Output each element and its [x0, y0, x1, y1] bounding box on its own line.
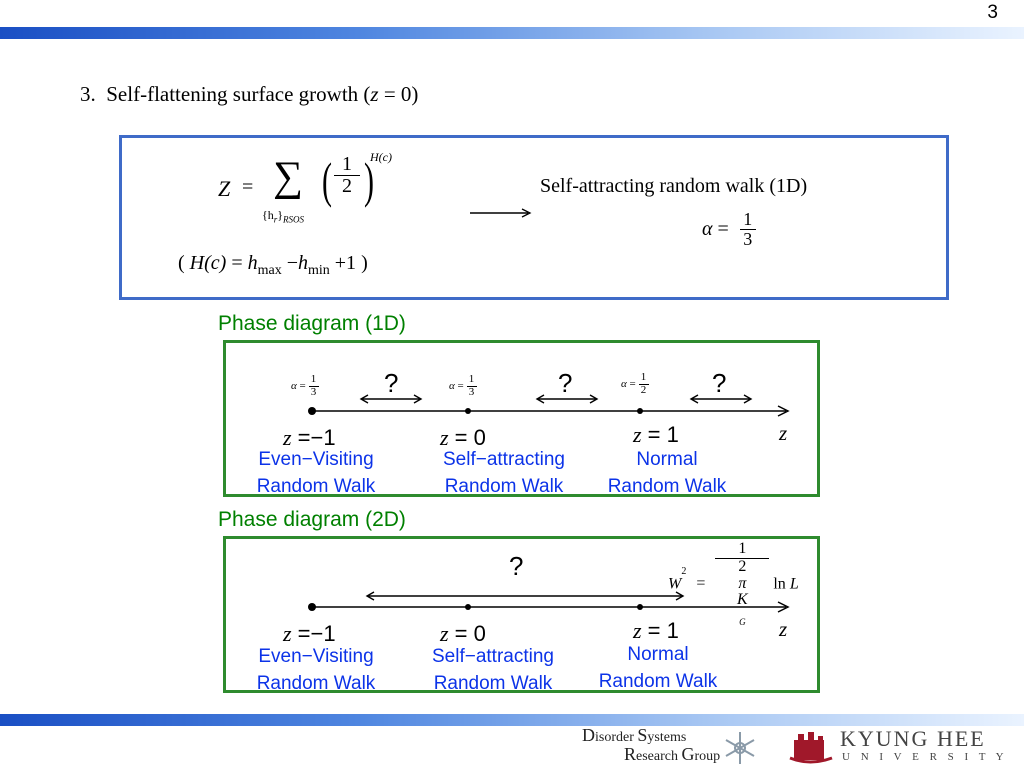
phase-2d-axis — [308, 591, 790, 613]
z-minus-one-1d: z =−1 — [283, 425, 336, 450]
unknown-mark-1: ? — [384, 368, 399, 398]
snowflake-icon — [725, 732, 755, 764]
slide-title: 3. Self-flattening surface growth (z = 0… — [80, 82, 418, 107]
unknown-mark-2d: ? — [509, 551, 524, 581]
title-rest: = 0) — [378, 82, 419, 106]
right-paren: ) — [364, 152, 374, 208]
axis-z-label-2d: z — [779, 617, 788, 641]
phase-1d-axis — [308, 394, 790, 417]
header-bar — [0, 27, 1024, 39]
unknown-mark-3: ? — [712, 368, 727, 398]
z-minus-one-2d: z =−1 — [283, 621, 336, 646]
implies-arrow — [470, 208, 532, 218]
kyung-hee-name: KYUNG HEE — [840, 726, 986, 751]
z-one-1d: z = 1 — [633, 422, 679, 447]
phase-diagram-1d-box — [223, 340, 820, 497]
page-number: 3 — [987, 2, 998, 23]
z-zero-1d: z = 0 — [440, 425, 486, 450]
phase-diagram-2d-box — [223, 536, 820, 693]
result-label: Self-attracting random walk (1D) — [540, 175, 808, 197]
axis-z-label-1d: z — [779, 421, 788, 445]
phase-diagram-1d-title: Phase diagram (1D) — [218, 312, 406, 335]
university-text: U N I V E R S I T Y — [842, 751, 1008, 763]
z-zero-2d: z = 0 — [440, 621, 486, 646]
title-number: 3. — [80, 82, 96, 106]
z-symbol: Z — [218, 176, 231, 201]
dsrg-logo: Disorder Systems Research Group — [582, 725, 721, 764]
sum-symbol: ∑ — [273, 154, 303, 200]
z-one-2d: z = 1 — [633, 618, 679, 643]
exponent-hc: H(c) — [370, 150, 392, 164]
height-definition: ( H(c) = hmax −hmin +1 ) — [178, 252, 368, 278]
equals-sign: = — [242, 176, 254, 198]
unknown-mark-2: ? — [558, 368, 573, 398]
title-variable: z — [370, 82, 379, 106]
partition-function-box — [119, 135, 949, 300]
kyung-hee-emblem-icon — [789, 732, 833, 764]
left-paren: ( — [322, 152, 332, 208]
sum-subscript: {hr}RSOS — [262, 208, 305, 225]
footer-bar — [0, 714, 1024, 726]
title-text: Self-flattening surface growth ( — [106, 82, 371, 106]
phase-diagram-2d-title: Phase diagram (2D) — [218, 508, 406, 531]
